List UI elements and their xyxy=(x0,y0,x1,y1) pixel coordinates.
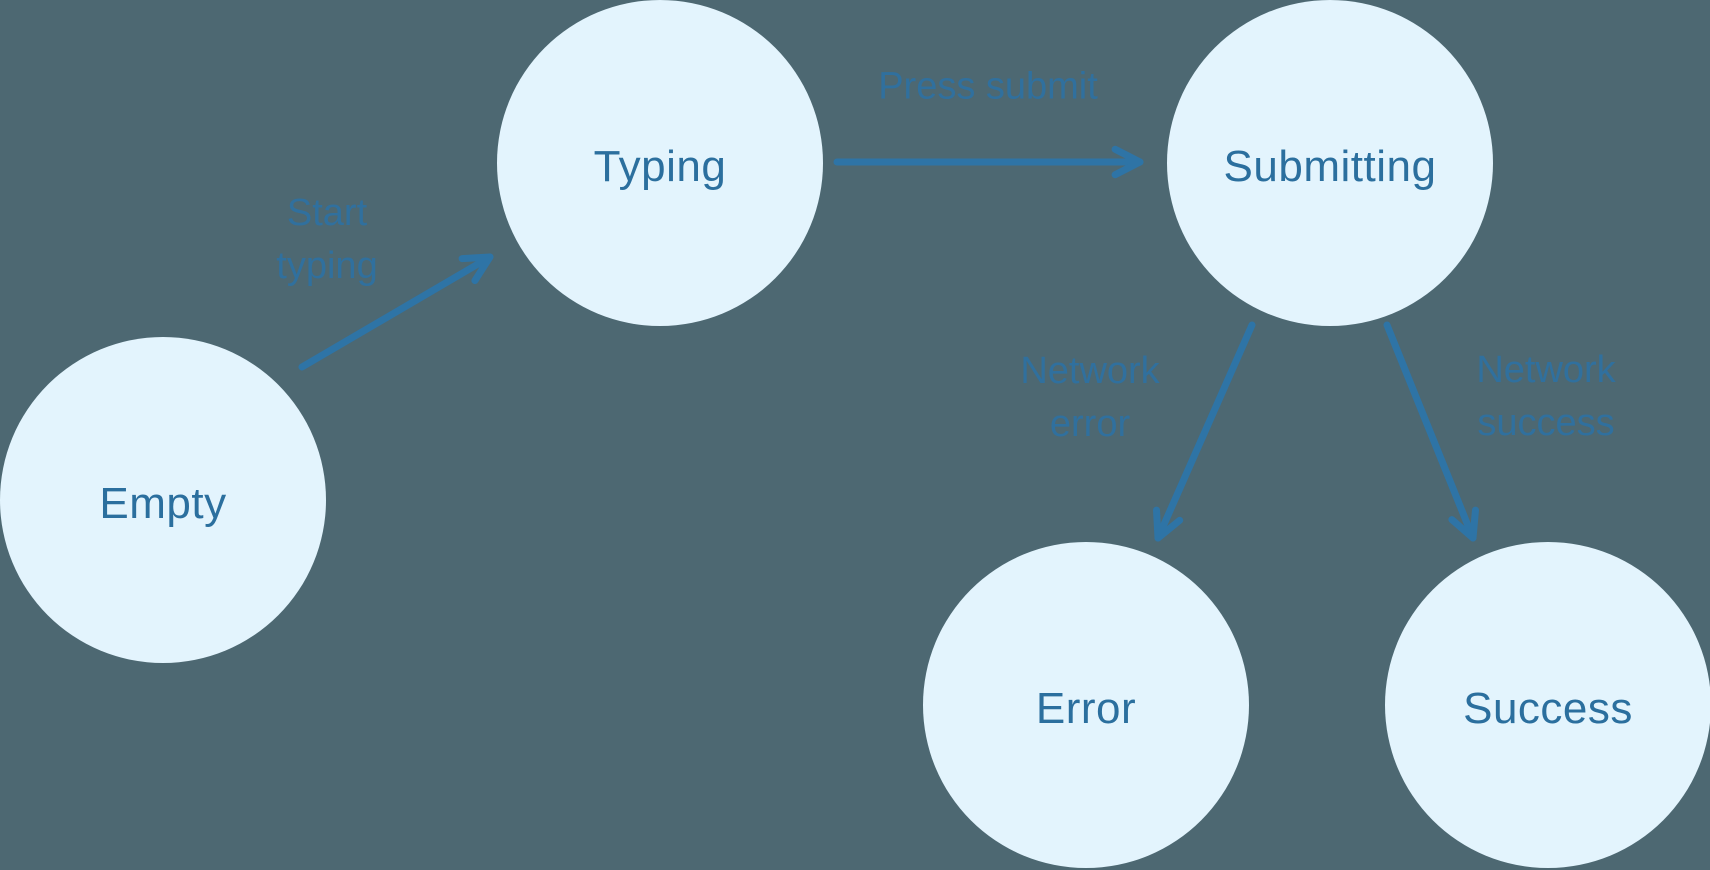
edge-label-line: typing xyxy=(276,245,378,287)
arrowhead-icon xyxy=(1111,145,1144,179)
arrowhead-icon xyxy=(1448,506,1479,542)
edge-empty-to-typing xyxy=(298,253,494,371)
state-node-label: Error xyxy=(1035,684,1137,733)
state-node-submitting: Submitting xyxy=(1167,0,1493,326)
edge-label-line: error xyxy=(1049,403,1131,445)
edge-label-network-error: Network error xyxy=(1020,345,1159,451)
state-node-empty: Empty xyxy=(0,337,326,663)
edge-submitting-to-error xyxy=(1153,321,1256,542)
edge-label-start-typing: Start typing xyxy=(276,187,377,293)
arrowhead-icon xyxy=(1153,506,1184,542)
edge-line xyxy=(1154,321,1256,542)
state-node-label: Success xyxy=(1463,684,1633,733)
edge-label-line: Start xyxy=(286,192,368,234)
state-node-label: Submitting xyxy=(1223,142,1437,191)
edge-label-network-success: Network success xyxy=(1476,344,1615,450)
edge-submitting-to-success xyxy=(1383,321,1479,542)
edge-typing-to-submitting xyxy=(833,145,1144,179)
edge-label-line: Network xyxy=(1020,350,1160,392)
state-node-success: Success xyxy=(1385,542,1710,868)
arrowhead-icon xyxy=(458,253,494,285)
state-node-typing: Typing xyxy=(497,0,823,326)
state-node-error: Error xyxy=(923,542,1249,868)
edge-label-press-submit: Press submit xyxy=(878,61,1098,114)
edge-line xyxy=(1383,321,1477,542)
state-node-label: Empty xyxy=(99,479,227,528)
edge-label-line: Network xyxy=(1476,349,1616,391)
edge-label-line: Press submit xyxy=(878,65,1098,108)
edge-label-line: success xyxy=(1477,402,1615,444)
state-node-label: Typing xyxy=(593,142,727,191)
edge-line xyxy=(298,253,494,371)
